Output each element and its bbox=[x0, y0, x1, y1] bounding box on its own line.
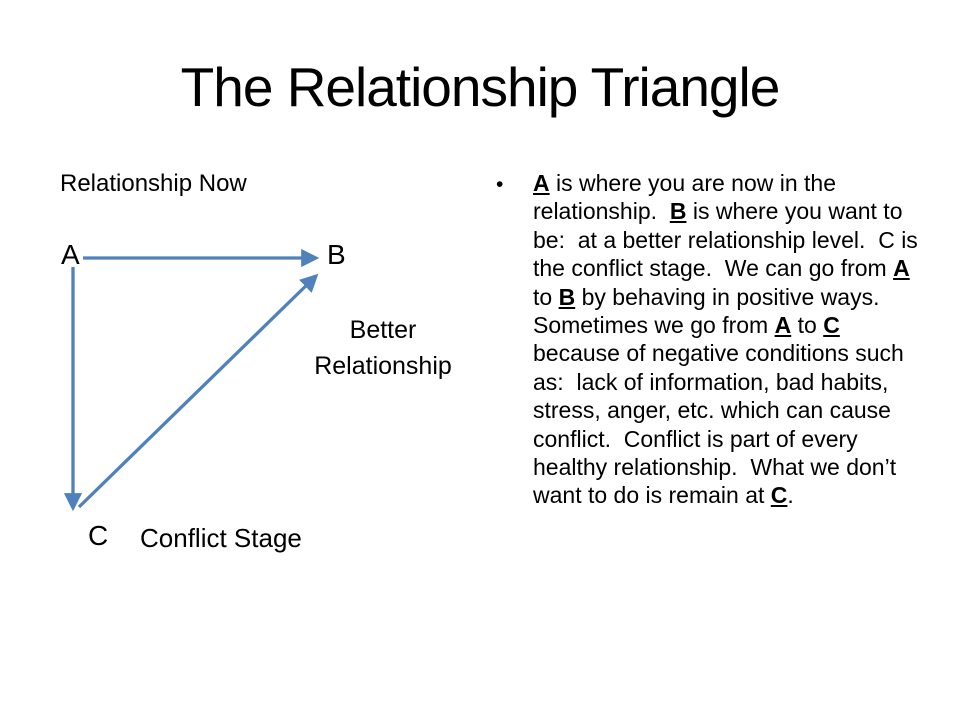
bullet-text: A is where you are now in the relationsh… bbox=[533, 169, 925, 510]
page-title: The Relationship Triangle bbox=[180, 56, 781, 118]
relationship-now-label: Relationship Now bbox=[60, 170, 247, 197]
vertex-c-label: C bbox=[88, 520, 109, 551]
text-run: is where you want to be: at a better rel… bbox=[533, 198, 925, 282]
vertex-reference: C bbox=[770, 482, 788, 509]
conflict-stage-label: Conflict Stage bbox=[140, 523, 302, 553]
vertex-reference: A bbox=[893, 255, 910, 282]
bullet-marker: • bbox=[496, 173, 504, 196]
text-run: because of negative conditions such as: … bbox=[533, 312, 911, 509]
vertex-reference: B bbox=[669, 198, 687, 225]
better-relationship-label: Better Relationship bbox=[298, 312, 468, 384]
text-run: is where you are now in the relationship… bbox=[533, 170, 843, 225]
vertex-reference: C bbox=[823, 312, 840, 339]
better-relationship-line2: Relationship bbox=[314, 352, 452, 380]
triangle-diagram bbox=[63, 248, 320, 512]
vertex-reference: B bbox=[558, 283, 576, 310]
better-relationship-line1: Better bbox=[349, 316, 417, 344]
text-run: to bbox=[533, 255, 917, 310]
text-run: . bbox=[787, 482, 794, 509]
text-run: to bbox=[791, 312, 824, 339]
vertex-reference: A bbox=[533, 170, 550, 196]
vertex-reference: A bbox=[774, 312, 792, 339]
arrow-c-to-b bbox=[77, 273, 319, 509]
text-run: by behaving in positive ways. Sometimes … bbox=[533, 283, 893, 339]
vertex-b-label: B bbox=[327, 239, 346, 270]
vertex-a-label: A bbox=[61, 239, 80, 270]
